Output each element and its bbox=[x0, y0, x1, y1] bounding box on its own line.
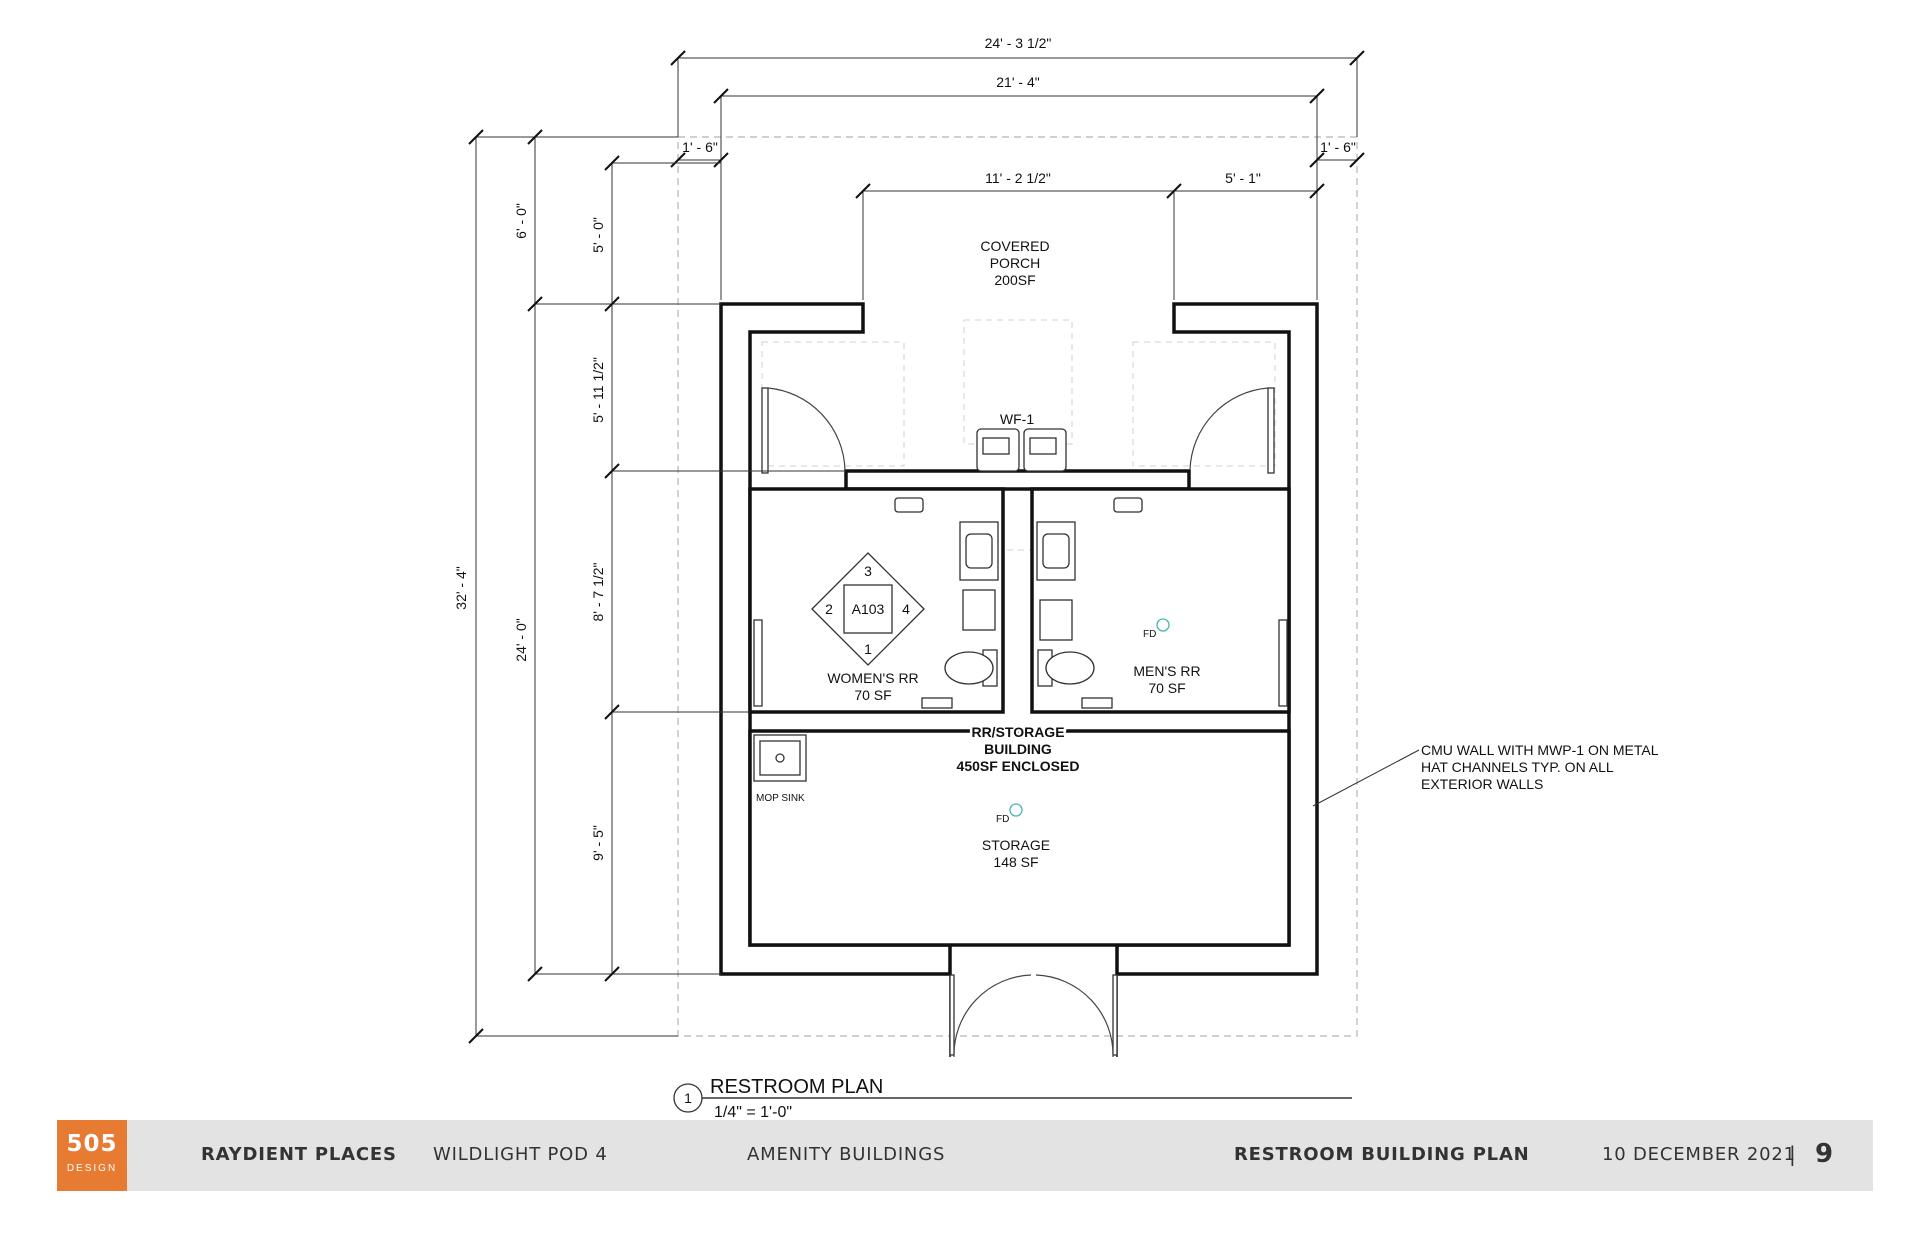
client-name: RAYDIENT PLACES bbox=[201, 1144, 397, 1165]
page-number: 9 bbox=[1815, 1139, 1834, 1169]
porch-label-1: COVERED bbox=[980, 238, 1049, 254]
project-name: WILDLIGHT POD 4 bbox=[433, 1144, 608, 1165]
womens-rr-area: 70 SF bbox=[854, 687, 891, 703]
horizontal-dimensions bbox=[670, 50, 1365, 300]
dim-porch-depth-inner: 5' - 0" bbox=[590, 217, 606, 253]
building-label-1: RR/STORAGE bbox=[971, 724, 1064, 740]
storage-label: STORAGE bbox=[982, 837, 1050, 853]
plan-title: RESTROOM PLAN bbox=[710, 1076, 883, 1098]
category-name: AMENITY BUILDINGS bbox=[747, 1144, 946, 1165]
logo-number: 505 bbox=[66, 1131, 118, 1157]
dim-storage-depth: 9' - 5" bbox=[590, 825, 606, 861]
note-line-2: HAT CHANNELS TYP. ON ALL bbox=[1421, 759, 1614, 775]
elevation-n1: 1 bbox=[864, 641, 872, 657]
dim-overhang-left: 1' - 6" bbox=[682, 139, 718, 155]
sheet-title: RESTROOM BUILDING PLAN bbox=[1234, 1144, 1530, 1165]
plan-title-block: 1 RESTROOM PLAN 1/4" = 1'-0" bbox=[673, 1076, 1352, 1121]
note-line-3: EXTERIOR WALLS bbox=[1421, 776, 1543, 792]
fountain-label: WF-1 bbox=[1000, 411, 1034, 427]
elevation-n2: 2 bbox=[825, 601, 833, 617]
elevation-marker: A103 3 4 2 1 bbox=[811, 552, 925, 666]
dim-porch-depth-outer: 6' - 0" bbox=[513, 203, 529, 239]
note-leader bbox=[1312, 749, 1420, 807]
doors bbox=[753, 387, 1288, 1058]
dim-vestibule-depth: 5' - 11 1/2" bbox=[590, 357, 606, 423]
elevation-n3: 3 bbox=[864, 563, 872, 579]
elevation-ref: A103 bbox=[852, 601, 885, 617]
logo-text: DESIGN bbox=[66, 1163, 118, 1174]
title-block-footer: 505 DESIGN RAYDIENT PLACES WILDLIGHT POD… bbox=[57, 1120, 1873, 1191]
dim-restroom-depth: 8' - 7 1/2" bbox=[590, 562, 606, 621]
plan-scale: 1/4" = 1'-0" bbox=[714, 1104, 792, 1121]
dim-overall-depth: 32' - 4" bbox=[453, 566, 469, 609]
porch-label-2: PORCH bbox=[990, 255, 1041, 271]
vertical-dimensions bbox=[468, 129, 846, 1044]
roof-outline bbox=[677, 136, 1358, 1037]
dim-building-depth: 24' - 0" bbox=[513, 618, 529, 661]
sheet-date: 10 DECEMBER 2021 bbox=[1602, 1144, 1796, 1165]
dim-porch-side: 5' - 1" bbox=[1225, 170, 1261, 186]
mop-sink-label: MOP SINK bbox=[756, 793, 805, 804]
footer-separator: | bbox=[1789, 1142, 1796, 1166]
dim-overhang-right: 1' - 6" bbox=[1320, 139, 1356, 155]
dim-building-width: 21' - 4" bbox=[996, 74, 1039, 90]
505-design-logo: 505 DESIGN bbox=[57, 1120, 127, 1191]
porch-area: 200SF bbox=[994, 272, 1035, 288]
building-label-2: BUILDING bbox=[984, 741, 1052, 757]
elevation-n4: 4 bbox=[902, 601, 910, 617]
storage-area: 148 SF bbox=[993, 854, 1038, 870]
dim-overall-width: 24' - 3 1/2" bbox=[985, 35, 1052, 51]
mens-rr-area: 70 SF bbox=[1148, 680, 1185, 696]
womens-rr-label: WOMEN'S RR bbox=[827, 670, 918, 686]
plan-number: 1 bbox=[684, 1090, 692, 1106]
building-label-3: 450SF ENCLOSED bbox=[957, 758, 1080, 774]
note-line-1: CMU WALL WITH MWP-1 ON METAL bbox=[1421, 742, 1659, 758]
fd-mens-label: FD bbox=[1143, 629, 1156, 640]
dim-porch-opening: 11' - 2 1/2" bbox=[985, 170, 1051, 186]
fd-storage-label: FD bbox=[996, 814, 1009, 825]
plumbing-fixtures bbox=[753, 428, 1143, 782]
mens-rr-label: MEN'S RR bbox=[1133, 663, 1200, 679]
